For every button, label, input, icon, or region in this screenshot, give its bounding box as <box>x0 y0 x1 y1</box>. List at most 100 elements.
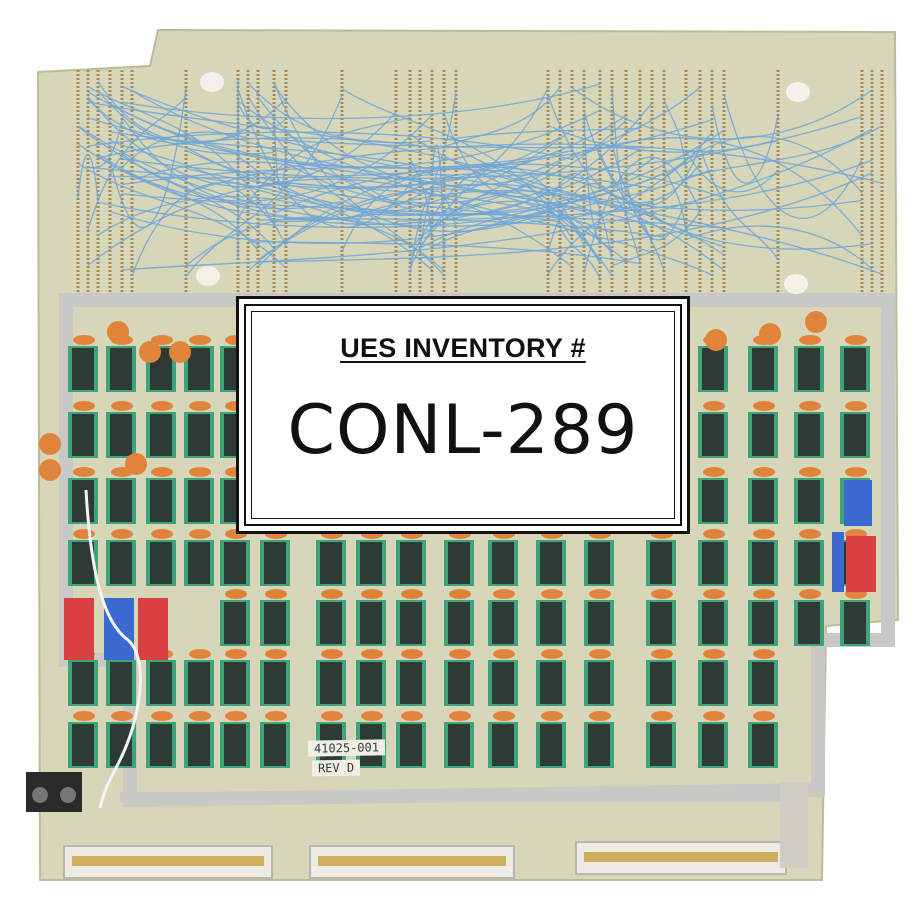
disc-capacitor <box>39 433 61 455</box>
ic-chip <box>72 480 94 522</box>
capacitor <box>189 649 211 659</box>
wire <box>685 225 873 270</box>
wire <box>409 86 701 249</box>
ic-chip <box>752 662 774 704</box>
capacitor <box>151 335 173 345</box>
ic-chip <box>588 662 610 704</box>
ic-chip <box>72 414 94 456</box>
wire <box>547 131 713 275</box>
capacitor <box>703 467 725 477</box>
ic-chip <box>702 414 724 456</box>
ic-chip <box>188 662 210 704</box>
ic-chip <box>752 724 774 766</box>
capacitor <box>753 401 775 411</box>
ic-chip <box>448 724 470 766</box>
ic-chip <box>150 724 172 766</box>
ic-chip <box>702 348 724 390</box>
ic-chip <box>72 662 94 704</box>
wire <box>663 164 687 231</box>
ic-chip <box>224 602 246 644</box>
ic-chip <box>540 542 562 584</box>
ic-chip <box>320 662 342 704</box>
inventory-label: UES INVENTORY # CONL-289 <box>236 296 690 534</box>
ic-chip <box>320 542 342 584</box>
wire <box>87 96 397 188</box>
part-number-sticker: 41025-001 <box>307 739 386 757</box>
wire <box>341 88 573 239</box>
ic-chip <box>844 348 866 390</box>
capacitor <box>265 649 287 659</box>
capacitor <box>151 467 173 477</box>
capacitor <box>703 529 725 539</box>
wire <box>87 96 187 231</box>
capacitor <box>449 649 471 659</box>
capacitor <box>321 649 343 659</box>
capacitor <box>753 711 775 721</box>
capacitor <box>493 589 515 599</box>
revision-sticker: REV D <box>311 759 361 777</box>
ic-chip <box>400 602 422 644</box>
ic-chip <box>110 542 132 584</box>
wire <box>185 216 445 272</box>
ic-chip <box>188 542 210 584</box>
ic-chip <box>798 414 820 456</box>
ic-chip <box>224 724 246 766</box>
ic-chip <box>540 662 562 704</box>
ic-chip <box>492 662 514 704</box>
disc-capacitor <box>139 341 161 363</box>
capacitor <box>321 589 343 599</box>
capacitor <box>401 589 423 599</box>
ic-array <box>39 72 870 768</box>
ic-chip <box>110 724 132 766</box>
ic-chip <box>224 542 246 584</box>
capacitor <box>493 649 515 659</box>
standoff <box>784 274 808 294</box>
wire <box>185 115 627 190</box>
disc-capacitor <box>705 329 727 351</box>
ic-chip <box>752 542 774 584</box>
standoff <box>786 82 810 102</box>
wire <box>97 195 343 236</box>
capacitor <box>449 711 471 721</box>
wire <box>583 156 701 274</box>
ic-chip <box>702 480 724 522</box>
capacitor <box>799 401 821 411</box>
wire <box>547 124 779 153</box>
ic-chip <box>752 602 774 644</box>
ic-chip <box>798 602 820 644</box>
ribbon-connectors <box>63 782 808 879</box>
capacitor <box>225 589 247 599</box>
wire <box>455 147 863 211</box>
capacitor <box>189 467 211 477</box>
capacitor <box>361 649 383 659</box>
ic-chip <box>150 542 172 584</box>
ic-chip <box>702 724 724 766</box>
header-pin-rows <box>76 70 884 292</box>
ic-chip <box>264 602 286 644</box>
capacitor <box>589 649 611 659</box>
capacitor <box>151 529 173 539</box>
wire <box>273 81 445 276</box>
disc-capacitor <box>805 311 827 333</box>
capacitor <box>151 401 173 411</box>
ic-chip <box>110 662 132 704</box>
ic-chip <box>110 348 132 390</box>
standoff <box>196 266 220 286</box>
ic-chip <box>650 662 672 704</box>
wire <box>247 82 433 144</box>
wire <box>571 137 863 237</box>
capacitor <box>799 335 821 345</box>
capacitor <box>73 711 95 721</box>
wire <box>237 102 287 130</box>
capacitor <box>845 467 867 477</box>
disc-capacitor <box>169 341 191 363</box>
ic-chip <box>448 662 470 704</box>
wire <box>77 126 641 226</box>
capacitor <box>753 529 775 539</box>
wire <box>409 133 613 277</box>
standoff <box>200 72 224 92</box>
wire <box>583 115 601 245</box>
capacitor <box>151 711 173 721</box>
